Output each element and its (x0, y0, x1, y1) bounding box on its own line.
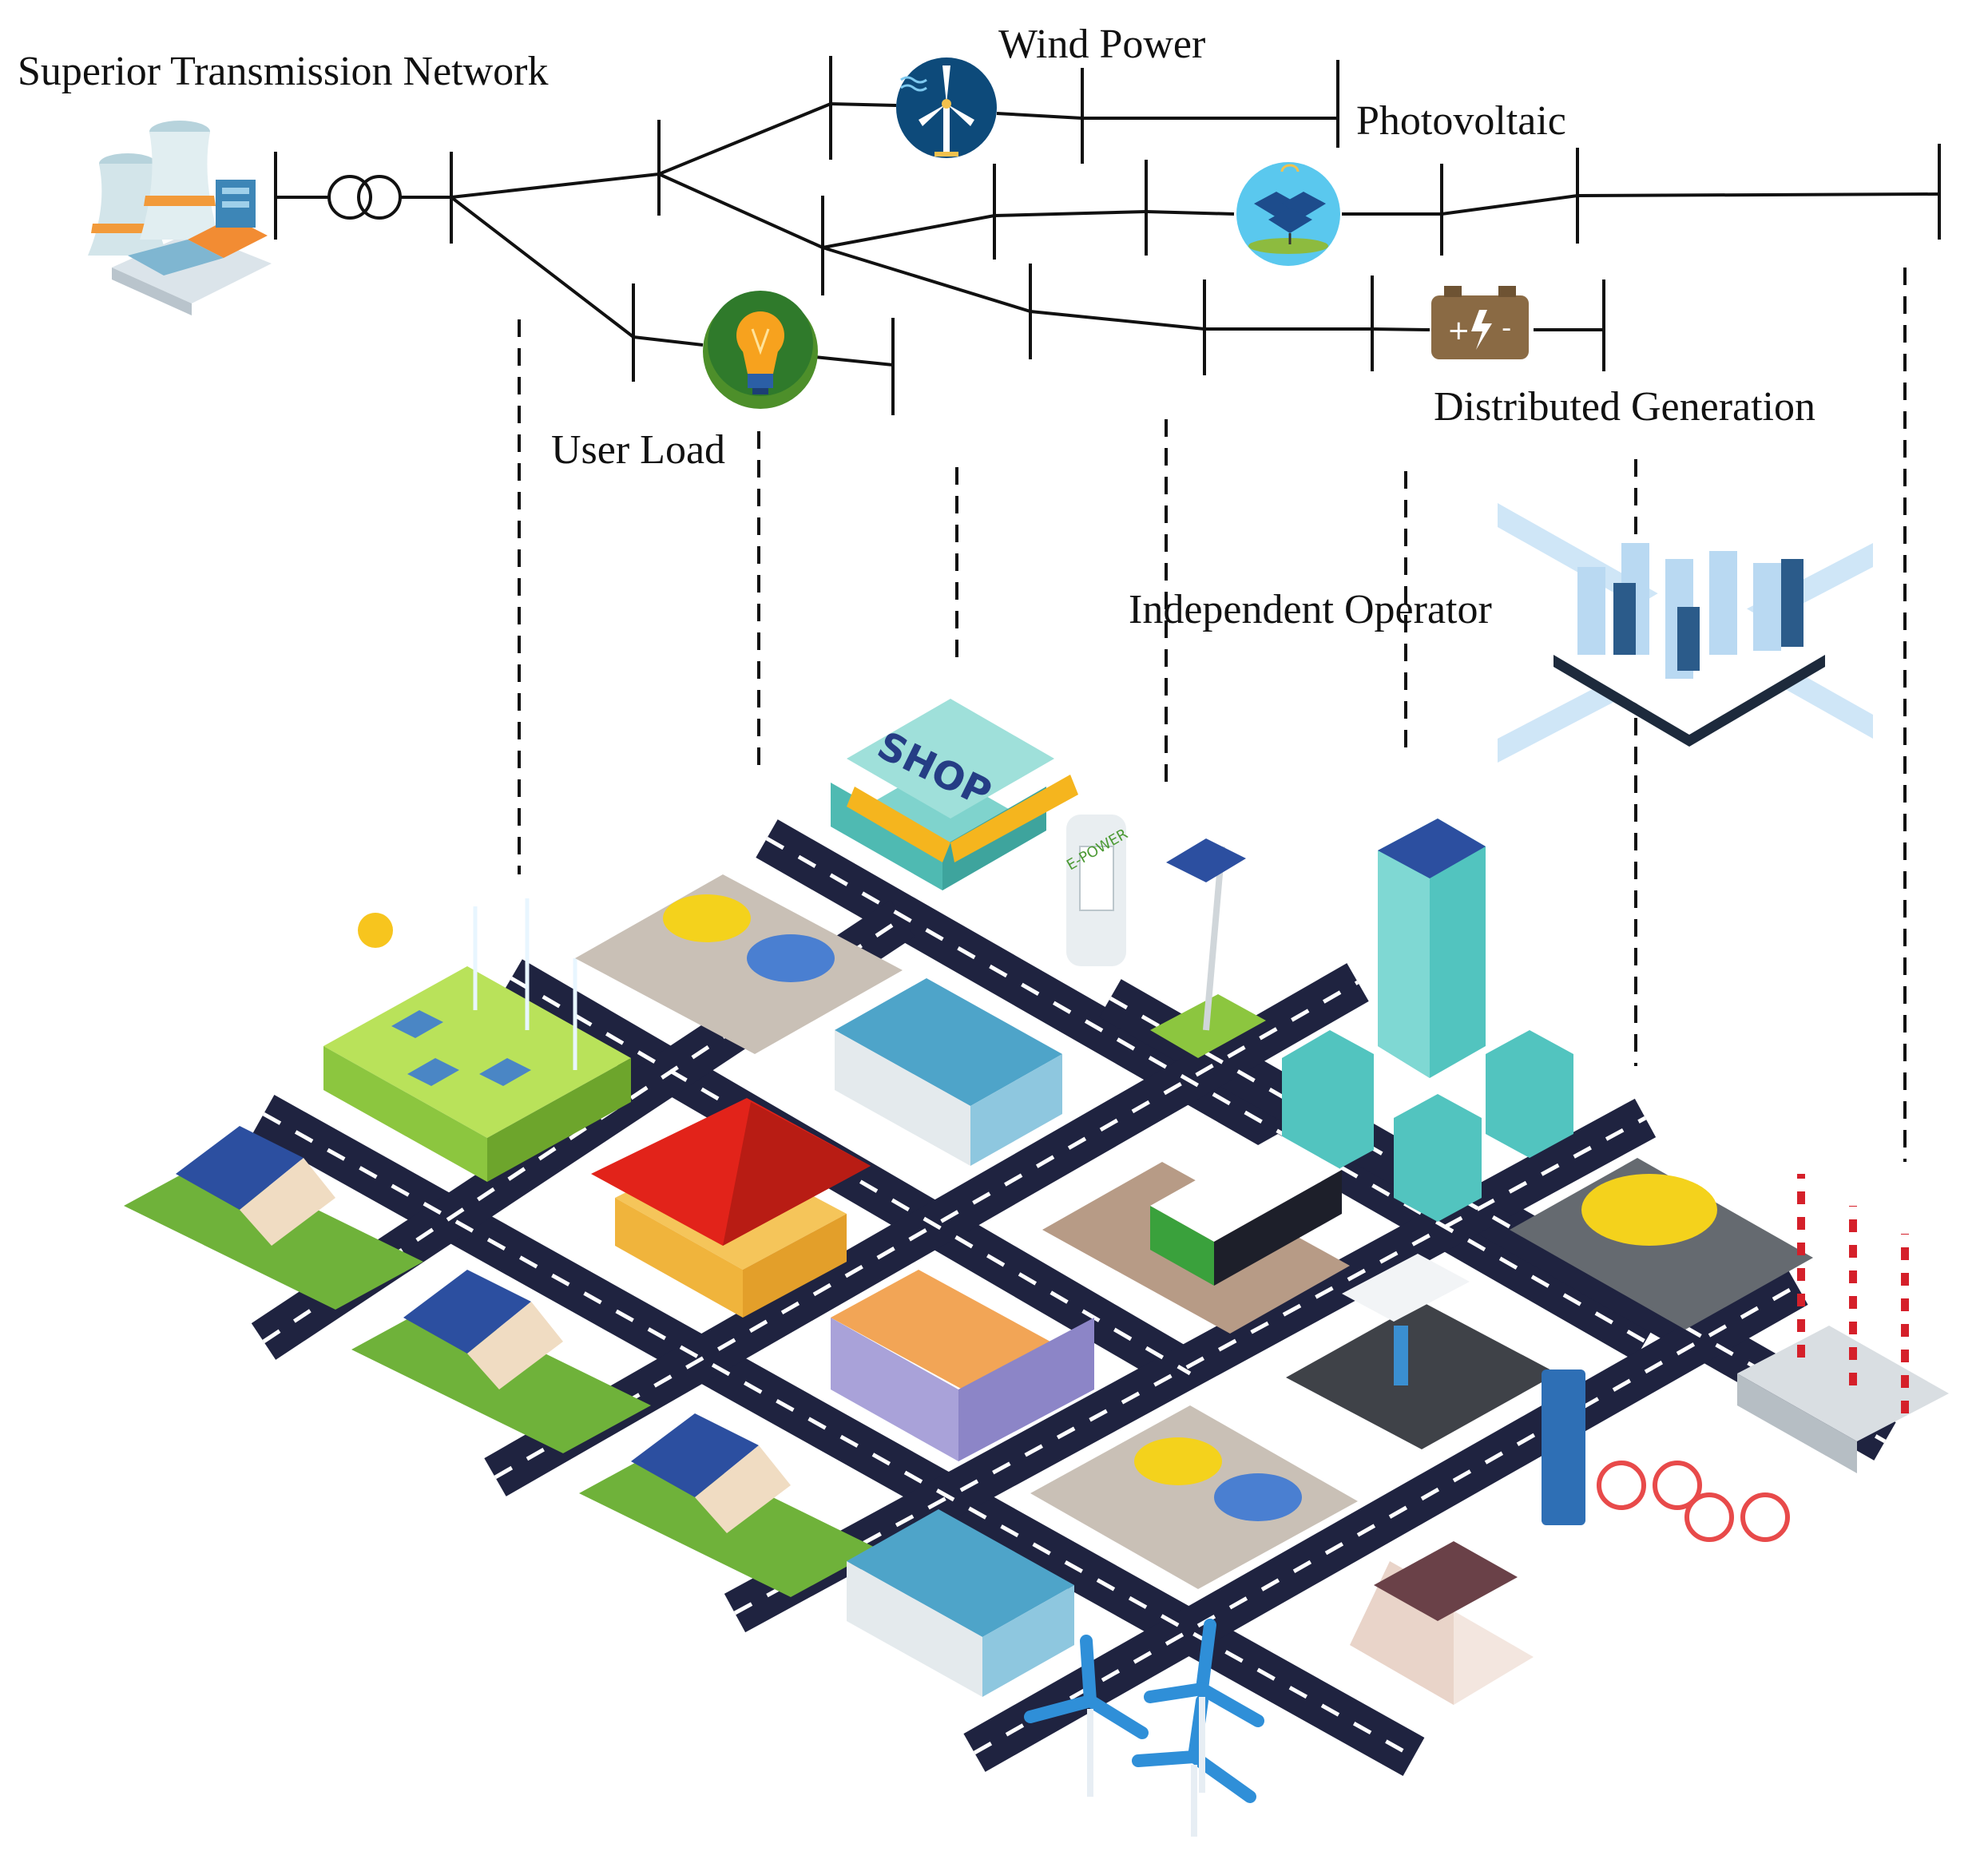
office-building (835, 978, 1062, 1166)
smart-city-platform (1498, 503, 1873, 763)
wind-turbine-icon (896, 57, 997, 158)
svg-text:+: + (1447, 315, 1470, 347)
user-load-label: User Load (551, 427, 726, 473)
office-building (847, 1509, 1074, 1697)
e-power-station: E-POWER (1064, 815, 1266, 1058)
city-illustration: SHOP E-POWER (124, 503, 1949, 1837)
bus-stop (1042, 1134, 1350, 1334)
power-plant-icon (88, 121, 272, 315)
solar-house (124, 1126, 423, 1310)
charging-station (1286, 1254, 1557, 1449)
distributed-generation-label: Distributed Generation (1434, 384, 1815, 430)
light-bulb-icon (703, 291, 818, 409)
ev-charging-lot (575, 874, 903, 1054)
superior-transmission-network-label: Superior Transmission Network (18, 49, 549, 94)
solar-house (579, 1413, 879, 1597)
solar-tower (1282, 819, 1573, 1222)
photovoltaic-label: Photovoltaic (1356, 98, 1566, 144)
factory (1737, 1174, 1949, 1473)
battery-icon: + - (1431, 286, 1529, 359)
renewable-field (323, 898, 631, 1182)
cottage (1350, 1541, 1534, 1705)
sun-icon (358, 913, 393, 948)
network-lines (274, 56, 1941, 415)
svg-text:-: - (1502, 312, 1511, 344)
transformer-icon (327, 175, 402, 220)
bike-share (1542, 1370, 1790, 1542)
wind-power-label: Wind Power (998, 22, 1206, 67)
red-roof-house (591, 1098, 871, 1318)
independent-operator-label: Independent Operator (1129, 587, 1492, 632)
shop-building: SHOP (831, 699, 1078, 890)
purple-house (831, 1270, 1094, 1461)
taxi-lot (1510, 1158, 1813, 1330)
ev-charging-lot (1030, 1405, 1358, 1589)
solar-house (351, 1270, 651, 1453)
solar-panel-icon (1236, 162, 1340, 266)
